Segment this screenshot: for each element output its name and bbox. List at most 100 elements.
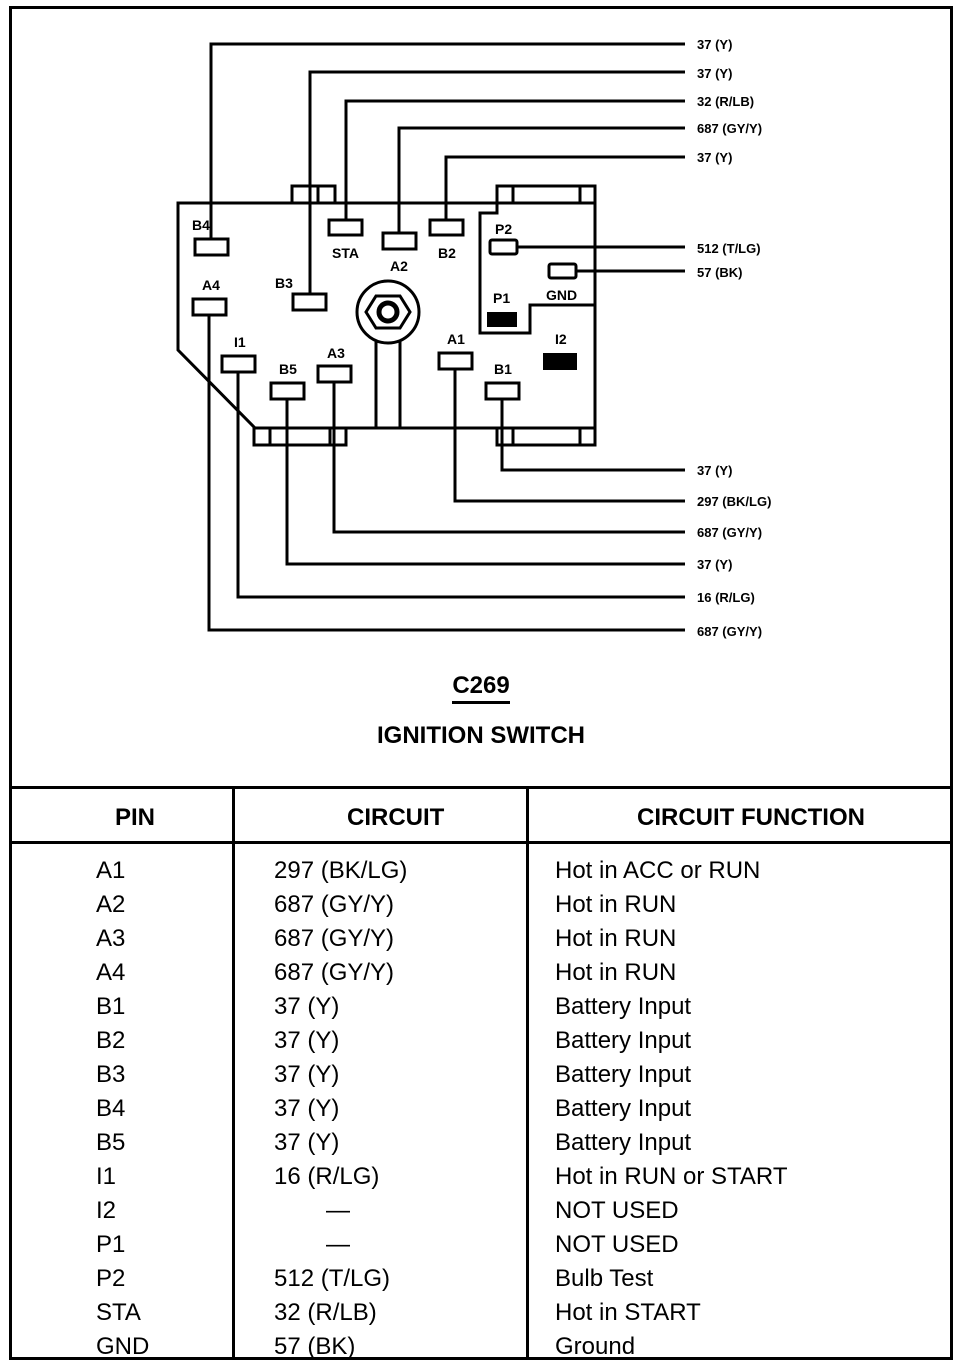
header-divider bbox=[12, 841, 950, 844]
pin-label-GND: GND bbox=[546, 287, 577, 303]
bottom-tab-right bbox=[495, 426, 597, 447]
pin-label-STA: STA bbox=[332, 245, 359, 261]
pin-B5 bbox=[269, 381, 306, 401]
cell-circuit: 687 (GY/Y) bbox=[274, 891, 395, 918]
table-row: B4 37 (Y) Battery Input bbox=[12, 1092, 950, 1126]
cell-pin: A3 bbox=[96, 925, 126, 952]
cell-pin: GND bbox=[96, 1333, 150, 1360]
wire-A2 bbox=[397, 126, 685, 233]
table-row: P1 — NOT USED bbox=[12, 1228, 950, 1262]
p-section-outline bbox=[478, 203, 595, 335]
cell-function: Hot in RUN bbox=[555, 959, 677, 986]
cell-pin: A4 bbox=[96, 959, 126, 986]
component-name: IGNITION SWITCH bbox=[377, 722, 585, 749]
pin-label-B1: B1 bbox=[494, 361, 512, 377]
top-tab-left bbox=[290, 184, 337, 205]
connector-diagram: 37 (Y) 37 (Y) 32 (R/LB) 687 (GY/Y) 37 (Y… bbox=[176, 37, 771, 639]
cell-pin: B4 bbox=[96, 1095, 126, 1122]
wire-label-STA: 32 (R/LB) bbox=[697, 94, 754, 109]
connector-id-text: C269 bbox=[452, 672, 510, 704]
key-cylinder-hex bbox=[364, 294, 412, 330]
cell-circuit: 16 (R/LG) bbox=[274, 1163, 380, 1190]
wire-label-B5: 37 (Y) bbox=[697, 557, 732, 572]
wire-B3 bbox=[308, 70, 685, 294]
wire-label-A3: 687 (GY/Y) bbox=[697, 525, 762, 540]
pin-label-I2: I2 bbox=[555, 331, 567, 347]
cell-pin: P2 bbox=[96, 1265, 126, 1292]
cell-function: Battery Input bbox=[555, 1095, 692, 1122]
cell-pin: STA bbox=[96, 1299, 141, 1326]
pin-A1 bbox=[437, 351, 474, 371]
wire-label-A4: 687 (GY/Y) bbox=[697, 624, 762, 639]
cell-pin: I1 bbox=[96, 1163, 117, 1190]
cell-pin: I2 bbox=[96, 1197, 117, 1224]
pin-label-I1: I1 bbox=[234, 334, 246, 350]
cell-pin: B2 bbox=[96, 1027, 126, 1054]
cell-function: Hot in RUN bbox=[555, 925, 677, 952]
cell-function: Hot in RUN or START bbox=[555, 1163, 788, 1190]
top-tab-right bbox=[495, 184, 597, 205]
cell-function: Battery Input bbox=[555, 1027, 692, 1054]
table-row: I2 — NOT USED bbox=[12, 1194, 950, 1228]
wire-B1 bbox=[500, 399, 685, 472]
cell-function: Hot in ACC or RUN bbox=[555, 857, 761, 884]
cell-circuit: — bbox=[326, 1197, 350, 1224]
table-row: I1 16 (R/LG) Hot in RUN or START bbox=[12, 1160, 950, 1194]
cell-circuit: 57 (BK) bbox=[274, 1333, 356, 1360]
wire-B2 bbox=[444, 155, 685, 220]
cell-function: Battery Input bbox=[555, 993, 692, 1020]
key-cylinder bbox=[355, 279, 421, 345]
cell-circuit: 37 (Y) bbox=[274, 1095, 340, 1122]
table-row: B5 37 (Y) Battery Input bbox=[12, 1126, 950, 1160]
bottom-tab-left bbox=[252, 426, 348, 447]
pin-STA bbox=[327, 218, 364, 237]
cell-pin: A1 bbox=[96, 857, 126, 884]
cell-circuit: 687 (GY/Y) bbox=[274, 925, 395, 952]
column-divider bbox=[526, 789, 529, 1357]
pin-label-A2: A2 bbox=[390, 258, 408, 274]
cell-circuit: 37 (Y) bbox=[274, 993, 340, 1020]
cell-pin: P1 bbox=[96, 1231, 126, 1258]
pin-label-A1: A1 bbox=[447, 331, 465, 347]
cell-pin: B1 bbox=[96, 993, 126, 1020]
wire-label-B4: 37 (Y) bbox=[697, 37, 732, 52]
pin-I1 bbox=[220, 354, 257, 374]
table-row: A3 687 (GY/Y) Hot in RUN bbox=[12, 922, 950, 956]
pin-I2 bbox=[543, 353, 577, 370]
switch-body-outline bbox=[176, 201, 597, 430]
pin-A4 bbox=[191, 297, 228, 317]
cell-pin: B3 bbox=[96, 1061, 126, 1088]
pin-label-B4: B4 bbox=[192, 217, 210, 233]
pin-P2 bbox=[488, 238, 519, 256]
cell-circuit: — bbox=[326, 1231, 350, 1258]
wire-I1 bbox=[236, 372, 685, 599]
column-divider bbox=[232, 789, 235, 1357]
cell-circuit: 297 (BK/LG) bbox=[274, 857, 408, 884]
pin-label-B3: B3 bbox=[275, 275, 293, 291]
cell-pin: B5 bbox=[96, 1129, 126, 1156]
pin-label-A4: A4 bbox=[202, 277, 220, 293]
wire-label-B1: 37 (Y) bbox=[697, 463, 732, 478]
pin-label-B2: B2 bbox=[438, 245, 456, 261]
wire-label-B3: 37 (Y) bbox=[697, 66, 732, 81]
cell-function: NOT USED bbox=[555, 1197, 679, 1224]
cell-pin: A2 bbox=[96, 891, 126, 918]
wire-label-B2: 37 (Y) bbox=[697, 150, 732, 165]
wire-STA bbox=[344, 99, 685, 220]
wire-label-GND: 57 (BK) bbox=[697, 265, 743, 280]
cell-circuit: 37 (Y) bbox=[274, 1129, 340, 1156]
cell-function: NOT USED bbox=[555, 1231, 679, 1258]
cell-circuit: 32 (R/LB) bbox=[274, 1299, 377, 1326]
pin-label-P2: P2 bbox=[495, 221, 512, 237]
cell-function: Battery Input bbox=[555, 1129, 692, 1156]
cell-function: Bulb Test bbox=[555, 1265, 654, 1292]
header-circuit: CIRCUIT bbox=[347, 804, 445, 831]
pin-label-P1: P1 bbox=[493, 290, 510, 306]
pin-A3 bbox=[316, 364, 353, 384]
